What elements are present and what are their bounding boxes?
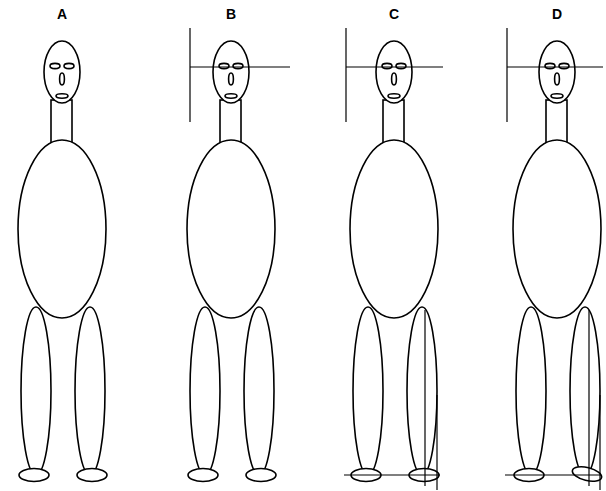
- figure-letter: D: [552, 6, 562, 22]
- figure-a: [18, 41, 107, 482]
- figure-b: [187, 28, 290, 482]
- figure-letter: C: [389, 6, 399, 22]
- figure-letter: A: [57, 6, 67, 22]
- figure-c: [344, 28, 443, 490]
- figure-d: [505, 28, 603, 490]
- figure-letter: B: [226, 6, 236, 22]
